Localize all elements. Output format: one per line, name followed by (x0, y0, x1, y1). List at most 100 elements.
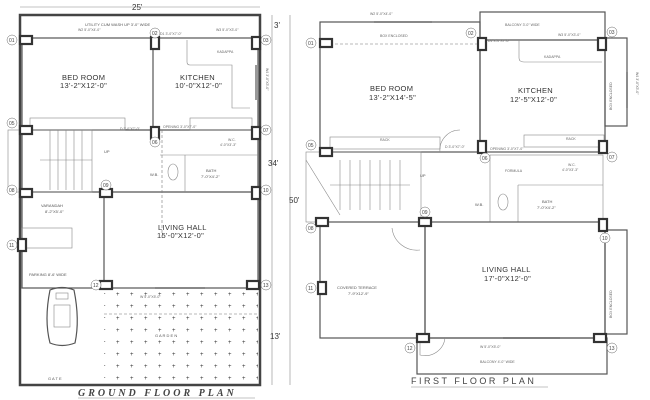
gf-bedroom-size: 13'-2"X12'-0" (60, 81, 107, 90)
gf-gate: G A T E (48, 376, 62, 381)
ff-opening-label: OPENING 3'-0"X7'-0" (490, 147, 524, 151)
ff-kadappa: KADAPPA (544, 55, 561, 59)
column-label: 10 (263, 188, 269, 194)
column-11: 11 (6, 237, 28, 253)
ff-rack-label: RACK (380, 138, 390, 142)
ff-box-enclosed-label: BOX ENCLOSED (380, 34, 408, 38)
column-08: 08 (305, 216, 330, 234)
column-label: 06 (482, 156, 488, 162)
gf-varandah-name: VARANDAH (41, 203, 63, 208)
ff-balcony-bottom-label: BALCONY 4'-0" WIDE (480, 360, 515, 364)
ff-terrace-size: 7'-9"X12'-9" (348, 291, 369, 296)
door-d1-label: D1 3'-0"X7'-0" (160, 32, 182, 36)
column-label: 13 (263, 283, 269, 289)
column-label: 11 (9, 243, 14, 249)
column-06: 06 (149, 125, 161, 148)
rack-ground (29, 117, 126, 131)
gf-parking: PARKING 8'-6' WIDE (29, 272, 67, 277)
dim-width: 25' (132, 3, 143, 12)
car-icon (46, 286, 78, 347)
ff-door-terrace-swing (391, 227, 421, 251)
column-label: 09 (422, 210, 428, 216)
ff-box-enclosed-right (604, 37, 628, 127)
column-01: 01 (6, 34, 34, 46)
door-d-label: D 3'-0"X7'-0" (120, 127, 141, 131)
kadappa-counter (186, 40, 250, 109)
ff-box-enclosed-right2 (604, 229, 628, 335)
column-label: 11 (308, 286, 313, 292)
column-label: 08 (9, 188, 15, 194)
ff-living-name: LIVING HALL (482, 265, 531, 274)
column-03: 03 (596, 26, 618, 52)
ff-formula: FORMULA (505, 169, 523, 173)
gf-wc-name: W.C. (228, 138, 236, 142)
ff-window-w4-label: W4 3'-0"X3'-0" (635, 72, 639, 95)
window-w2-label: W2 5'-0"X4'-0" (78, 28, 101, 32)
window-w4-label: W4 3'-0"X3'-0" (265, 68, 269, 91)
garden-area (104, 288, 258, 383)
column-05: 05 (305, 139, 334, 158)
column-label: 12 (93, 283, 99, 289)
column-label: 07 (609, 155, 615, 161)
ff-kitchen-name: KITCHEN (518, 86, 553, 95)
column-label: 13 (609, 346, 615, 352)
gf-garden: G A R D E N (155, 333, 177, 338)
first-floor-title: FIRST FLOOR PLAN (411, 376, 536, 386)
gf-bedroom-name: BED ROOM (62, 73, 105, 82)
column-label: 05 (308, 143, 314, 149)
gf-living-name: LIVING HALL (158, 223, 207, 232)
column-label: 07 (263, 128, 269, 134)
ff-wash-basin-icon (497, 193, 509, 211)
ground-floor-plan: 25' 3' 34' 50' 13' UP (6, 3, 300, 399)
column-label: 08 (308, 226, 314, 232)
ff-bath-size: 7'-0"X4'-2" (537, 205, 556, 210)
gf-kadappa: KADAPPA (217, 50, 234, 54)
column-13: 13 (592, 332, 618, 354)
column-07: 07 (250, 124, 272, 141)
ff-rack-label-2: RACK (566, 137, 576, 141)
gf-kitchen-size: 10'-0"X12'-0" (175, 81, 222, 90)
dim-front-depth: 13' (270, 332, 281, 341)
column-05: 05 (6, 117, 34, 136)
ff-door-d-swing (439, 129, 461, 153)
stair-up-label: UP (104, 149, 110, 154)
column-11: 11 (305, 280, 328, 296)
ff-door-d1-label: D1 3'-0"X7'-0" (488, 39, 510, 43)
ff-balcony-top: BALCONY 3'-0" WIDE (505, 23, 540, 27)
gf-bath-name: BATH (206, 168, 216, 173)
ff-box-enclosed-side-2: BOX ENCLOSED (609, 290, 613, 318)
column-10: 10 (250, 184, 272, 201)
column-label: 01 (9, 38, 15, 44)
ff-bath-block (489, 154, 604, 223)
rack-kitchen (189, 117, 253, 131)
wash-basin-icon (167, 163, 179, 181)
ff-stair-up: UP (420, 173, 426, 178)
column-08: 08 (6, 184, 34, 199)
gf-bath-size: 7'-0"X4'-2" (201, 174, 220, 179)
column-label: 05 (9, 121, 15, 127)
gf-wc-size: 4'-0"X3'-3" (220, 143, 237, 147)
ff-bedroom-size: 13'-2"X14'-5" (369, 93, 416, 102)
column-02: 02 (149, 27, 161, 51)
ground-floor-title: GROUND FLOOR PLAN (78, 388, 237, 399)
column-label: 01 (308, 41, 314, 47)
ff-window-w3-label: W3 5'-0"X3'-0" (558, 33, 581, 37)
first-floor-plan: UP BOX ENCLOSED W2 5'-0"X4'-0" BALCONY 3… (305, 11, 639, 388)
gf-wb: W.B. (150, 172, 158, 177)
column-12: 12 (90, 279, 114, 291)
opening-label: OPENING 3'-0"X7'-0" (163, 125, 197, 129)
dim-utility: 3' (274, 21, 280, 30)
ff-rack-bed (329, 136, 441, 150)
column-09: 09 (417, 206, 433, 228)
column-07: 07 (597, 139, 618, 163)
utility-label: UTILITY CUM WASH UP 3'-0" WIDE (85, 22, 151, 27)
ff-kadappa-counter (518, 40, 602, 63)
column-label: 02 (468, 31, 474, 37)
ff-door-d1-swing (419, 337, 446, 356)
gf-varandah-size: 8'-2"X5'-0" (45, 209, 64, 214)
column-label: 02 (152, 31, 158, 37)
